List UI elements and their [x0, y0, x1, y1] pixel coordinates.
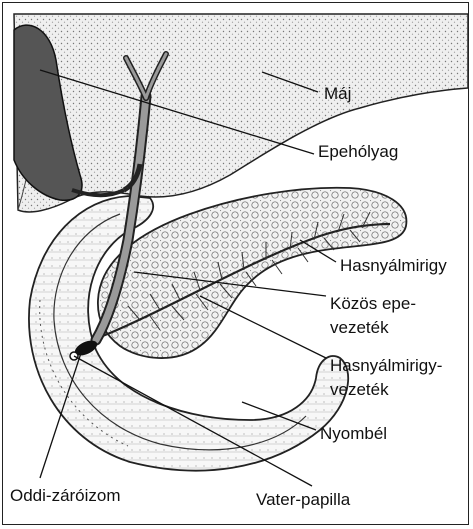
label-nyombel: Nyombél	[320, 424, 387, 444]
label-vater: Vater-papilla	[256, 490, 350, 510]
label-hasnyalmirigy-vezetek-line2: vezeték	[330, 380, 389, 400]
label-hasnyalmirigy: Hasnyálmirigy	[340, 256, 447, 276]
label-epeholyag: Epehólyag	[318, 142, 398, 162]
label-maj: Máj	[324, 84, 351, 104]
leader-hasnyalvez	[200, 296, 326, 358]
label-hasnyalmirigy-vezetek-line1: Hasnyálmirigy-	[330, 356, 442, 376]
label-kozos-epe-line2: vezeték	[330, 318, 389, 338]
label-oddi: Oddi-záróizom	[10, 486, 121, 506]
label-kozos-epe-line1: Közös epe-	[330, 294, 416, 314]
